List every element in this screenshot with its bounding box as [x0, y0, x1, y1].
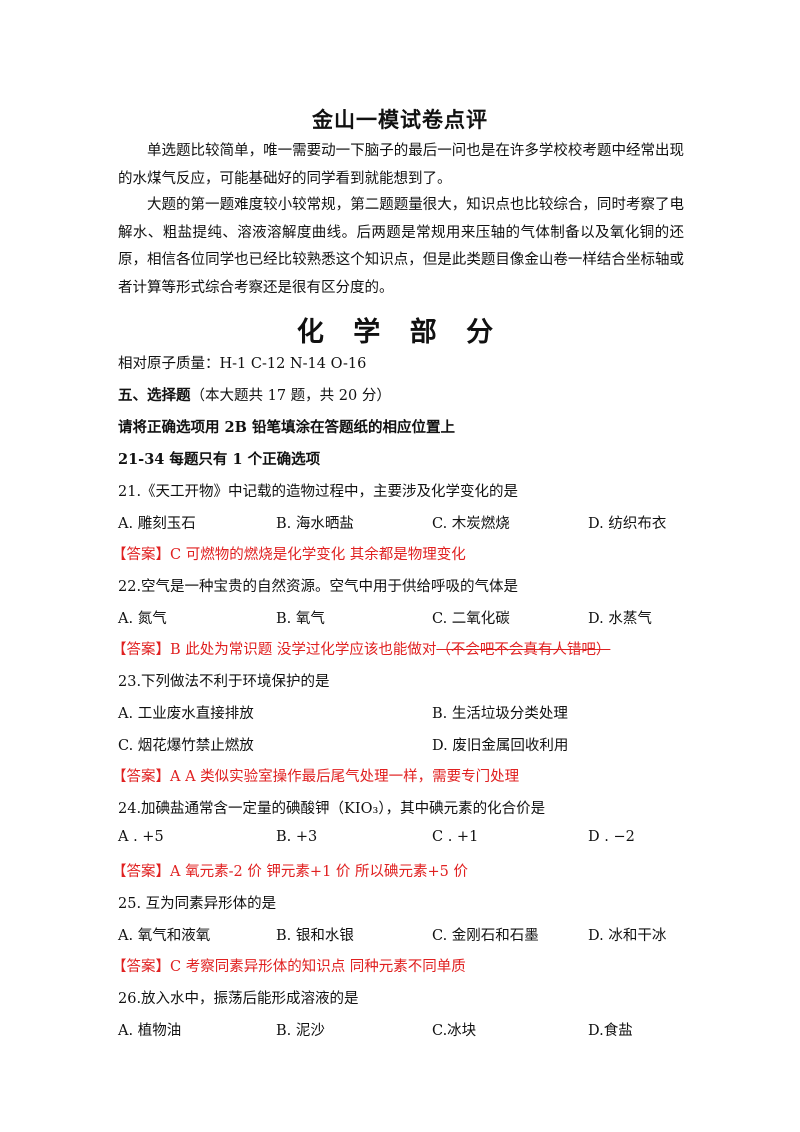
- instruction-2: 21-34 每题只有 1 个正确选项: [118, 451, 321, 468]
- question-option: C. 金刚石和石墨: [432, 928, 539, 944]
- question-stem: 24.加碘盐通常含一定量的碘酸钾（KIO₃），其中碘元素的化合价是: [118, 801, 546, 817]
- answer-line: 【答案】B 此处为常识题 没学过化学应该也能做对（不会吧不会真有人错吧）: [112, 638, 610, 659]
- part5-heading: 五、选择题（本大题共 17 题，共 20 分）: [118, 384, 391, 405]
- question-stem: 23.下列做法不利于环境保护的是: [118, 674, 330, 690]
- question-option: B. 银和水银: [276, 928, 354, 944]
- part5-heading-rest: （本大题共 17 题，共 20 分）: [190, 388, 391, 404]
- question-option: B. +3: [276, 829, 318, 845]
- question-option: D. 冰和干冰: [588, 928, 667, 944]
- question-stem: 25. 互为同素异形体的是: [118, 896, 277, 912]
- review-title: 金山一模试卷点评: [312, 107, 488, 132]
- answer-text: 【答案】B 此处为常识题 没学过化学应该也能做对: [112, 642, 437, 658]
- question-option: C.冰块: [432, 1023, 477, 1039]
- question-option: A. 植物油: [118, 1023, 182, 1039]
- question-option: A . +5: [118, 829, 164, 845]
- answer-line: 【答案】C 考察同素异形体的知识点 同种元素不同单质: [112, 959, 466, 975]
- instruction-1: 请将正确选项用 2B 铅笔填涂在答题纸的相应位置上: [118, 419, 455, 436]
- question-option: D. 纺织布衣: [588, 516, 667, 532]
- question-option: B. 泥沙: [276, 1023, 325, 1039]
- question-option: B. 氧气: [276, 611, 325, 627]
- answer-strikethrough: （不会吧不会真有人错吧）: [436, 642, 611, 658]
- review-paragraph-1: 单选题比较简单，唯一需要动一下脑子的最后一问也是在许多学校校考题中经常出现的水煤…: [118, 143, 684, 187]
- section-title: 化 学 部 分: [296, 317, 504, 348]
- question-option: B. 海水晒盐: [276, 516, 354, 532]
- question-option: D. 废旧金属回收利用: [432, 738, 569, 754]
- question-stem: 21.《天工开物》中记载的造物过程中，主要涉及化学变化的是: [118, 484, 519, 500]
- question-option: B. 生活垃圾分类处理: [432, 706, 568, 722]
- part5-heading-bold: 五、选择题: [118, 387, 191, 404]
- answer-line: 【答案】C 可燃物的燃烧是化学变化 其余都是物理变化: [112, 547, 466, 563]
- question-option: D . −2: [588, 829, 635, 845]
- question-option: C. 二氧化碳: [432, 611, 510, 627]
- question-option: C . +1: [432, 829, 479, 845]
- question-option: A. 工业废水直接排放: [118, 706, 254, 722]
- question-stem: 22.空气是一种宝贵的自然资源。空气中用于供给呼吸的气体是: [118, 579, 519, 595]
- answer-line: 【答案】A A 类似实验室操作最后尾气处理一样，需要专门处理: [112, 769, 520, 785]
- question-option: C. 木炭燃烧: [432, 516, 510, 532]
- question-option: C. 烟花爆竹禁止燃放: [118, 738, 254, 754]
- question-option: D.食盐: [588, 1023, 633, 1039]
- review-paragraph-2: 大题的第一题难度较小较常规，第二题题量很大，知识点也比较综合，同时考察了电解水、…: [118, 197, 684, 296]
- atomic-mass-line: 相对原子质量：H-1 C-12 N-14 O-16: [118, 356, 367, 372]
- question-option: A. 雕刻玉石: [118, 516, 196, 532]
- question-stem: 26.放入水中，振荡后能形成溶液的是: [118, 991, 359, 1007]
- question-option: A. 氮气: [118, 611, 167, 627]
- question-option: A. 氧气和液氧: [118, 928, 211, 944]
- question-option: D. 水蒸气: [588, 611, 652, 627]
- answer-line: 【答案】A 氧元素-2 价 钾元素+1 价 所以碘元素+5 价: [112, 864, 468, 880]
